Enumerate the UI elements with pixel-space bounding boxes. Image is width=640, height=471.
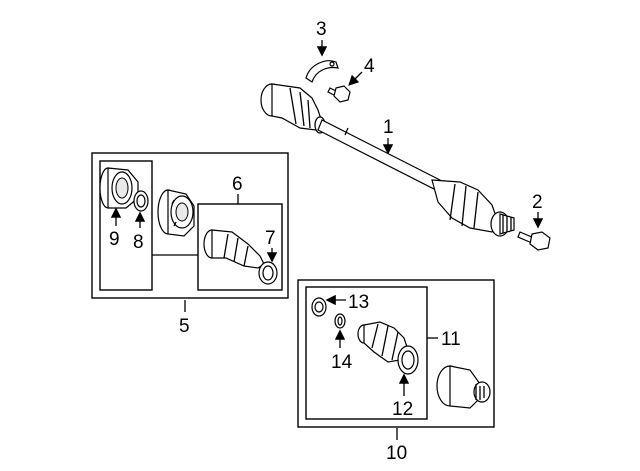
callout-3: 3 <box>316 19 327 40</box>
callout-2: 2 <box>532 192 543 213</box>
callout-8: 8 <box>133 232 144 253</box>
callout-4: 4 <box>364 56 375 77</box>
callout-14: 14 <box>331 352 353 373</box>
callout-10: 10 <box>386 443 407 464</box>
group-box-10 <box>297 279 495 428</box>
axle-shaft-assembly <box>260 83 515 237</box>
callout-5: 5 <box>179 316 190 337</box>
callout-12: 12 <box>392 399 413 420</box>
retaining-clip <box>334 313 346 329</box>
group-box-5 <box>91 152 289 299</box>
callout-9: 9 <box>109 229 120 250</box>
subgroup-box-11 <box>305 286 428 420</box>
outer-boot <box>357 321 409 363</box>
small-clamp <box>311 297 327 317</box>
callout-11: 11 <box>441 329 461 350</box>
axle-bolt <box>517 231 551 251</box>
joint-housing <box>99 167 139 209</box>
callout-7: 7 <box>265 228 276 249</box>
subgroup-box-6 <box>197 203 283 291</box>
large-boot-clamp <box>397 345 419 375</box>
outer-cv-joint <box>436 365 491 409</box>
clamp-strap <box>305 60 339 83</box>
inner-cv-joint <box>157 189 195 237</box>
callout-6: 6 <box>232 174 243 195</box>
boot-kit <box>203 229 265 269</box>
snap-ring <box>133 190 149 212</box>
callout-1: 1 <box>383 117 394 138</box>
boot-clamp <box>258 261 278 285</box>
leader-lines <box>110 40 544 440</box>
subgroup-box-9-8 <box>99 160 153 291</box>
small-bolt <box>327 85 351 103</box>
callout-13: 13 <box>348 292 369 313</box>
